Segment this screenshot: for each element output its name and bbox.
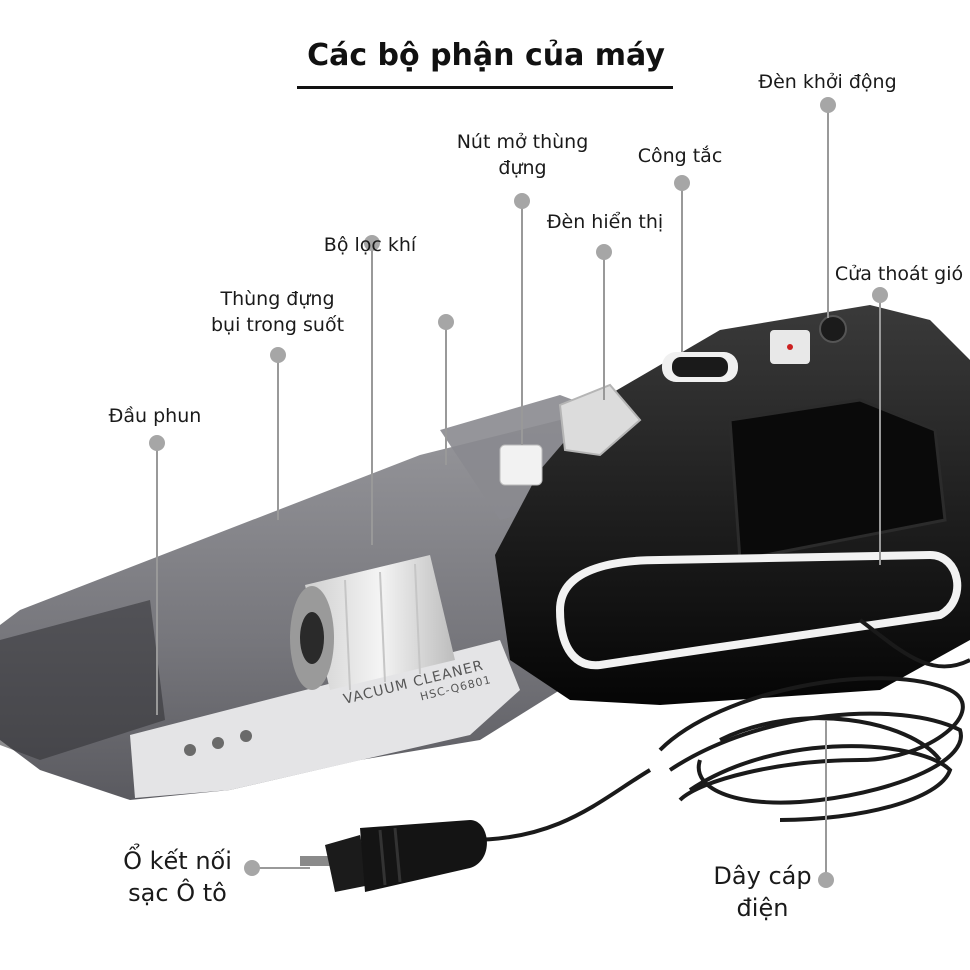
leader-lines: [156, 105, 881, 880]
label-bin-release-line1: Nút mở thùng: [456, 131, 589, 153]
label-car-plug-line1: Ổ kết nối: [123, 847, 232, 875]
filter-shape: [305, 555, 455, 690]
label-power-cable: Dây cáp điện: [705, 860, 820, 925]
label-bin-release-line2: đựng: [498, 156, 547, 179]
lamp-window: [558, 383, 642, 457]
label-air-filter: Bộ lọc khí: [323, 234, 417, 256]
car-plug-shape: [300, 820, 487, 892]
label-car-plug-line2: sạc Ô tô: [128, 879, 227, 908]
label-bin-release: Nút mở thùng đựng: [445, 130, 600, 181]
label-nozzle: Đầu phun: [108, 405, 202, 427]
silver-strip: [130, 640, 520, 798]
label-dust-bin-line1: Thùng đựng: [220, 288, 335, 310]
label-dust-bin: Thùng đựng bụi trong suốt: [190, 287, 365, 338]
label-power-cable-line2: điện: [736, 894, 789, 923]
title-underline: [297, 86, 673, 89]
label-dust-bin-line2: bụi trong suốt: [210, 313, 345, 336]
cable-coil: [469, 618, 970, 842]
label-car-plug: Ổ kết nối sạc Ô tô: [105, 845, 250, 910]
nozzle-tip-shape: [0, 600, 165, 760]
leader-dots: [149, 97, 888, 888]
label-air-outlet: Cửa thoát gió: [834, 263, 964, 285]
release-button-shape: [499, 444, 543, 486]
diagram-title: Các bộ phận của máy: [307, 38, 665, 73]
label-indicator-light: Đèn hiển thị: [546, 211, 664, 233]
label-power-light: Đèn khởi động: [758, 71, 897, 93]
power-button-shape: [819, 315, 847, 343]
white-ring: [555, 550, 962, 670]
handle-opening: [728, 398, 947, 562]
label-switch: Công tắc: [637, 145, 723, 167]
label-power-cable-line1: Dây cáp: [713, 862, 812, 890]
